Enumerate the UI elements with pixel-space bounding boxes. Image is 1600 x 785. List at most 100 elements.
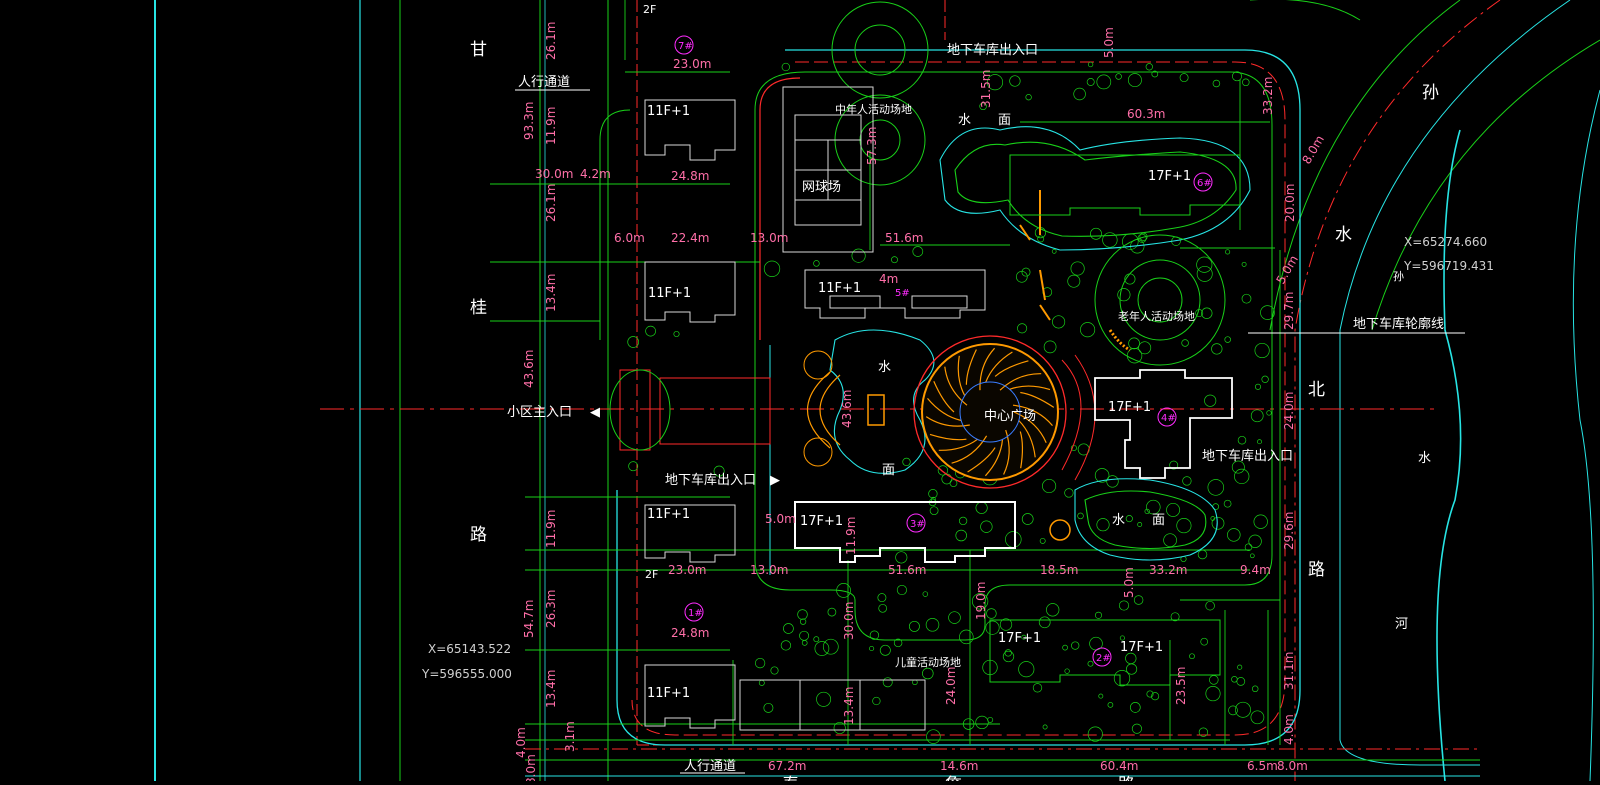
planting-shrub: [770, 666, 779, 675]
planting-shrub: [763, 702, 774, 713]
planting-shrub: [1021, 267, 1031, 277]
planting-shrub: [1073, 87, 1086, 101]
planting-shrub: [1039, 537, 1046, 544]
planting-shrub: [1189, 653, 1195, 660]
site-labels: 人行通道 人行通道 地下车库出入口 地下车库出入口 ▶ 地下车库出入口 小区主入…: [507, 3, 1465, 774]
plaza-phoenix-stroke: [994, 360, 1029, 377]
plaza-phoenix-stroke: [1013, 411, 1047, 443]
planting-shrub: [1241, 293, 1252, 304]
planting-shrub: [1064, 488, 1074, 498]
river-char-2: 河: [1395, 617, 1408, 632]
dimension-label: 54.7m: [522, 600, 536, 638]
planting-shrub: [962, 718, 975, 730]
planting-shrub: [1237, 664, 1243, 670]
planting-shrub: [1228, 705, 1238, 716]
dimension-label: 8.0m: [1277, 759, 1308, 773]
planting-shrub: [1137, 522, 1143, 527]
building-3-outline: [794, 501, 1016, 563]
walkway-bottom-label: 人行通道: [684, 759, 736, 774]
planting-shrub: [879, 644, 891, 656]
garage-entrance-top-label: 地下车库出入口: [947, 42, 1038, 58]
garage-entrance-right-label: 地下车库出入口: [1202, 448, 1293, 464]
middle-aged-area-label: 中年人活动场地: [835, 102, 912, 116]
planting-shrub: [1046, 603, 1060, 617]
plaza-phoenix-stroke: [967, 447, 996, 473]
dimension-label: 13.4m: [544, 274, 558, 312]
planting-shrub: [1009, 75, 1021, 87]
dimension-label: 13.0m: [750, 231, 788, 245]
building-1-outline: [644, 664, 736, 729]
planting-shrub: [1133, 595, 1144, 605]
planting-shrub: [1138, 341, 1152, 355]
building-number-tag: 6#: [1197, 178, 1212, 189]
planting-shrub: [851, 248, 866, 263]
planting-shrub: [1117, 288, 1131, 302]
road-names: 甘 桂 路 孙 水 北 路 水 河 泰 詹 路 孙: [470, 40, 1439, 785]
dimension-label: 51.6m: [888, 563, 926, 577]
planting-shrub: [1137, 233, 1147, 243]
planting-shrub: [1223, 499, 1232, 508]
planting-shrub: [1211, 343, 1223, 355]
road-right-char-3: 北: [1308, 380, 1325, 400]
building-bottom-row-outline: [739, 679, 926, 731]
building-floors-label: 11F+1: [647, 507, 690, 522]
dimension-label: 23.0m: [673, 57, 711, 71]
planting-shrub: [781, 62, 790, 72]
planting-shrub: [1087, 660, 1094, 667]
planting-shrub: [926, 729, 941, 744]
svg-text:▶: ▶: [770, 473, 780, 488]
planting-shrub: [929, 506, 939, 516]
planting-shrub: [1250, 710, 1265, 725]
dimension-label: 3.1m: [563, 721, 577, 752]
planting-shrub: [1004, 649, 1012, 657]
plaza-phoenix-stroke: [1020, 391, 1055, 408]
coord-left-y: Y=596555.000: [421, 667, 512, 681]
plaza-phoenix-stroke: [927, 398, 962, 422]
garage-entrance-left-label: 地下车库出入口: [665, 472, 756, 488]
dimension-label: 24.0m: [1282, 392, 1296, 430]
planting-shrub: [627, 336, 640, 348]
planting-shrub: [1251, 685, 1259, 693]
planting-shrub: [1098, 693, 1104, 699]
dimension-label: 93.3m: [522, 102, 536, 140]
planting-shrub: [902, 457, 911, 467]
plaza-phoenix-stroke: [965, 349, 977, 385]
road-left-char-1: 甘: [470, 40, 487, 60]
planting-shrub: [895, 551, 908, 564]
building-7-outline: [644, 99, 736, 161]
road-left-char-2: 桂: [470, 298, 487, 318]
planting-shrub: [836, 583, 851, 598]
dimension-label: 29.6m: [1282, 512, 1296, 550]
plaza-phoenix-stroke: [944, 366, 968, 406]
planting-shrub: [1179, 73, 1189, 83]
survey-coordinates: X=65274.660 Y=596719.431 X=65143.522 Y=5…: [421, 235, 1494, 681]
garage-outline-label: 地下车库轮廓线: [1353, 316, 1444, 332]
dimension-label: 51.6m: [885, 231, 923, 245]
planting-shrub: [1146, 499, 1161, 515]
building-floors-label: 17F+1: [800, 514, 843, 529]
planting-shrub: [980, 520, 993, 533]
plaza-phoenix-stroke: [1009, 385, 1051, 391]
dimension-lines: [490, 0, 1281, 745]
road-right-char-4: 路: [1308, 560, 1325, 580]
elderly-area-label: 老年人活动场地: [1118, 309, 1195, 323]
plaza-phoenix-stroke: [979, 347, 996, 391]
road-bottom-char-2: 詹: [945, 775, 962, 781]
water-label-1: 水: [958, 113, 971, 128]
planting-shrub: [999, 618, 1013, 631]
planting-shrub: [1015, 270, 1028, 283]
tennis-court: [782, 86, 874, 253]
planting-shrub: [1071, 641, 1080, 650]
planting-shrub: [1086, 78, 1095, 86]
planting-shrub: [1225, 249, 1231, 255]
planting-shrub: [1253, 514, 1268, 529]
plaza-phoenix-stroke: [925, 416, 970, 427]
planting-shrub: [1182, 476, 1192, 486]
planting-shrub: [833, 721, 846, 735]
dimension-label: 26.1m: [544, 22, 558, 60]
planting-shrub: [1241, 261, 1247, 267]
dimension-label: 5.0m: [1273, 253, 1301, 287]
planting-shrub: [959, 629, 974, 645]
